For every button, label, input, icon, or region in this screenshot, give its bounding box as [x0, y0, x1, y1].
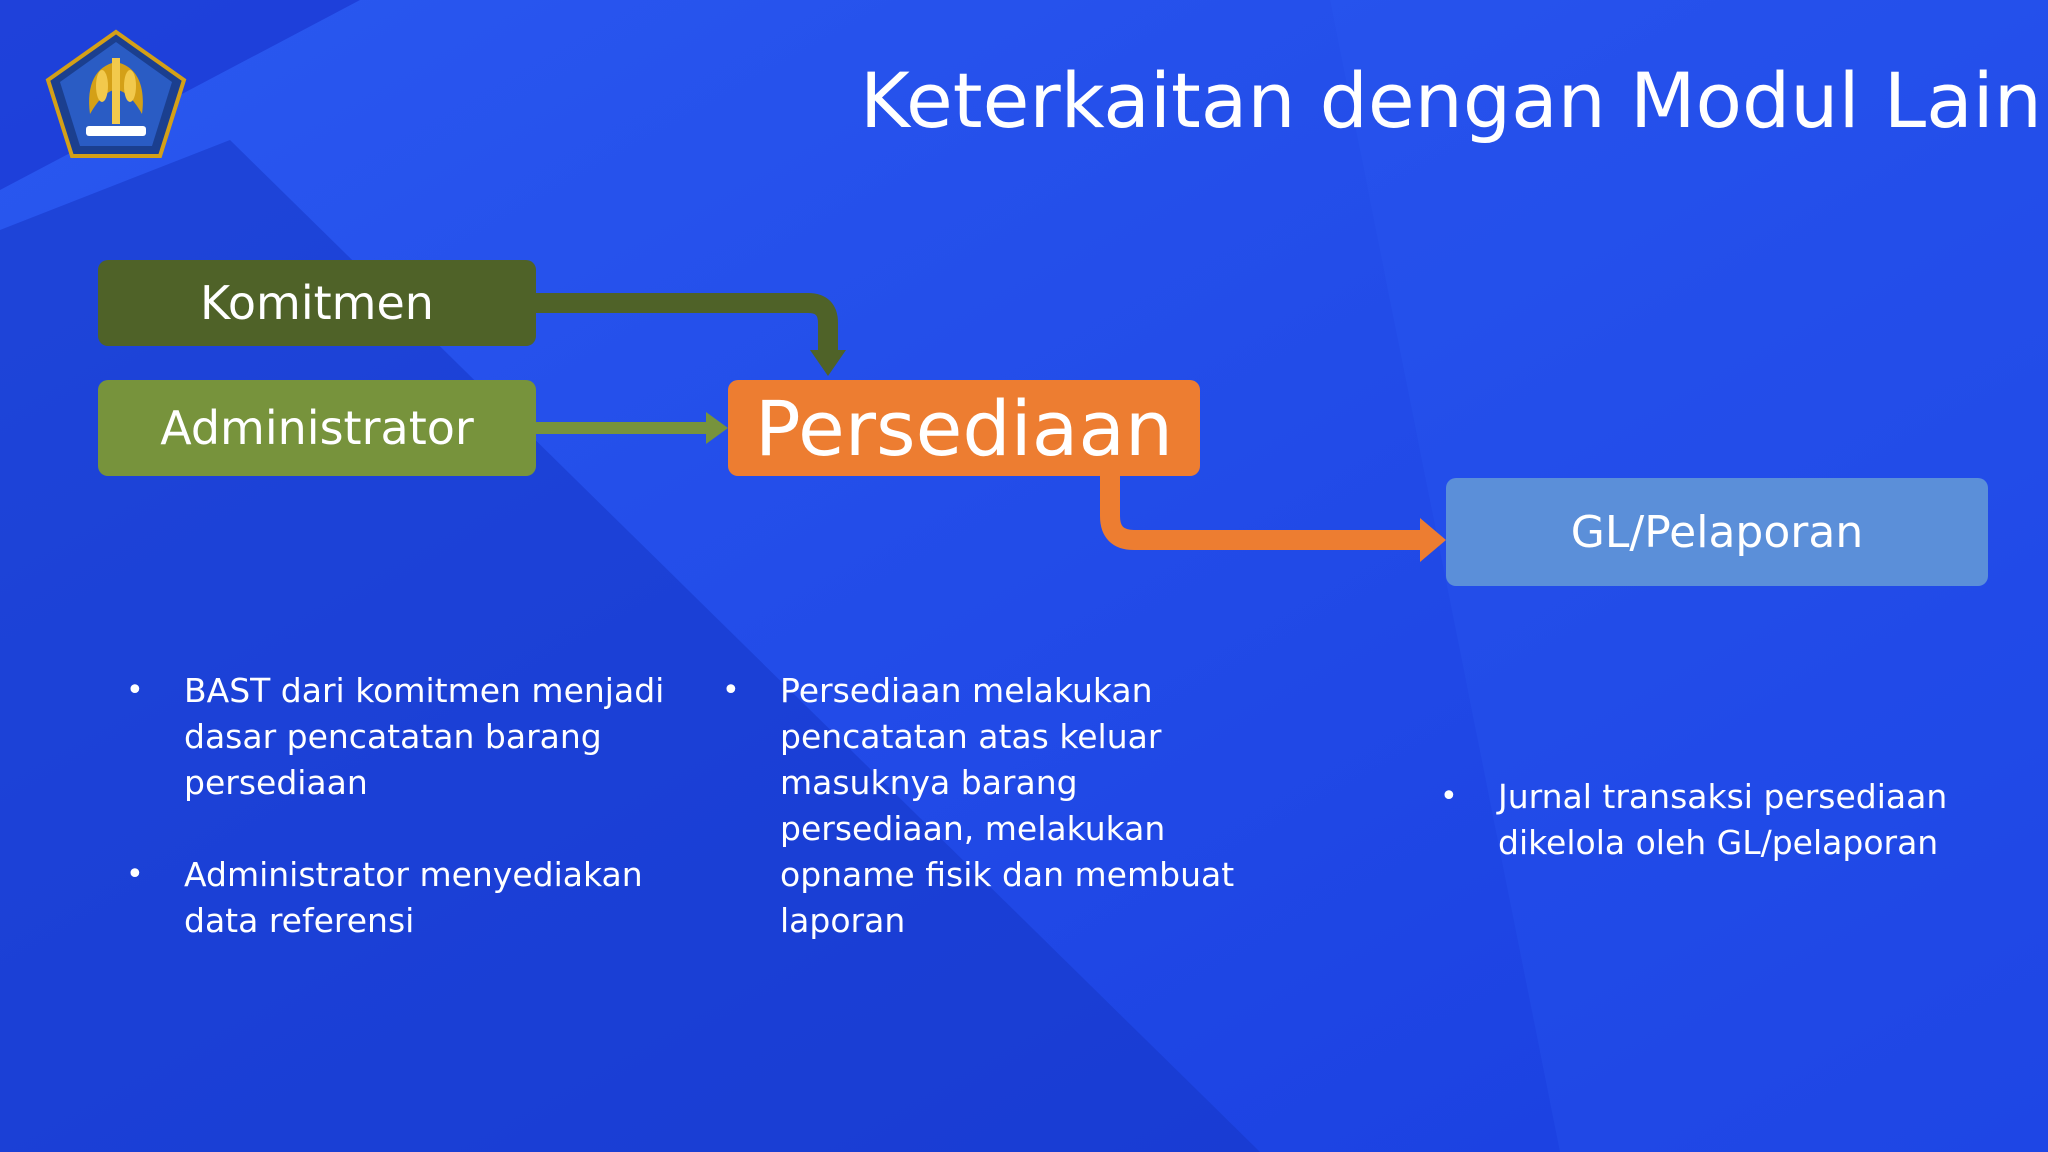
notes-persediaan: Persediaan melakukan pencatatan atas kel… — [722, 668, 1262, 990]
note-persediaan: Persediaan melakukan pencatatan atas kel… — [722, 668, 1262, 944]
arrow-head-admin — [706, 412, 728, 444]
note-gl: Jurnal transaksi persediaan dikelola ole… — [1440, 774, 2000, 866]
gl-pelaporan-box: GL/Pelaporan — [1446, 478, 1988, 586]
kemenkeu-logo-icon — [45, 29, 187, 158]
arrow-komitmen-to-persediaan — [536, 293, 838, 352]
persediaan-label: Persediaan — [754, 383, 1174, 473]
arrow-head-gl — [1420, 518, 1446, 562]
note-bast: BAST dari komitmen menjadi dasar pencata… — [126, 668, 686, 806]
notes-gl: Jurnal transaksi persediaan dikelola ole… — [1440, 774, 2000, 912]
notes-komitmen-administrator: BAST dari komitmen menjadi dasar pencata… — [126, 668, 686, 990]
gl-pelaporan-label: GL/Pelaporan — [1570, 506, 1864, 558]
komitmen-label: Komitmen — [200, 276, 434, 330]
administrator-label: Administrator — [160, 401, 474, 455]
arrow-persediaan-to-gl — [1100, 476, 1422, 550]
komitmen-box: Komitmen — [98, 260, 536, 346]
persediaan-box: Persediaan — [728, 380, 1200, 476]
arrow-head-komitmen — [810, 350, 846, 376]
administrator-box: Administrator — [98, 380, 536, 476]
slide-title: Keterkaitan dengan Modul Lain — [860, 56, 2042, 145]
note-administrator: Administrator menyediakan data referensi — [126, 852, 686, 944]
